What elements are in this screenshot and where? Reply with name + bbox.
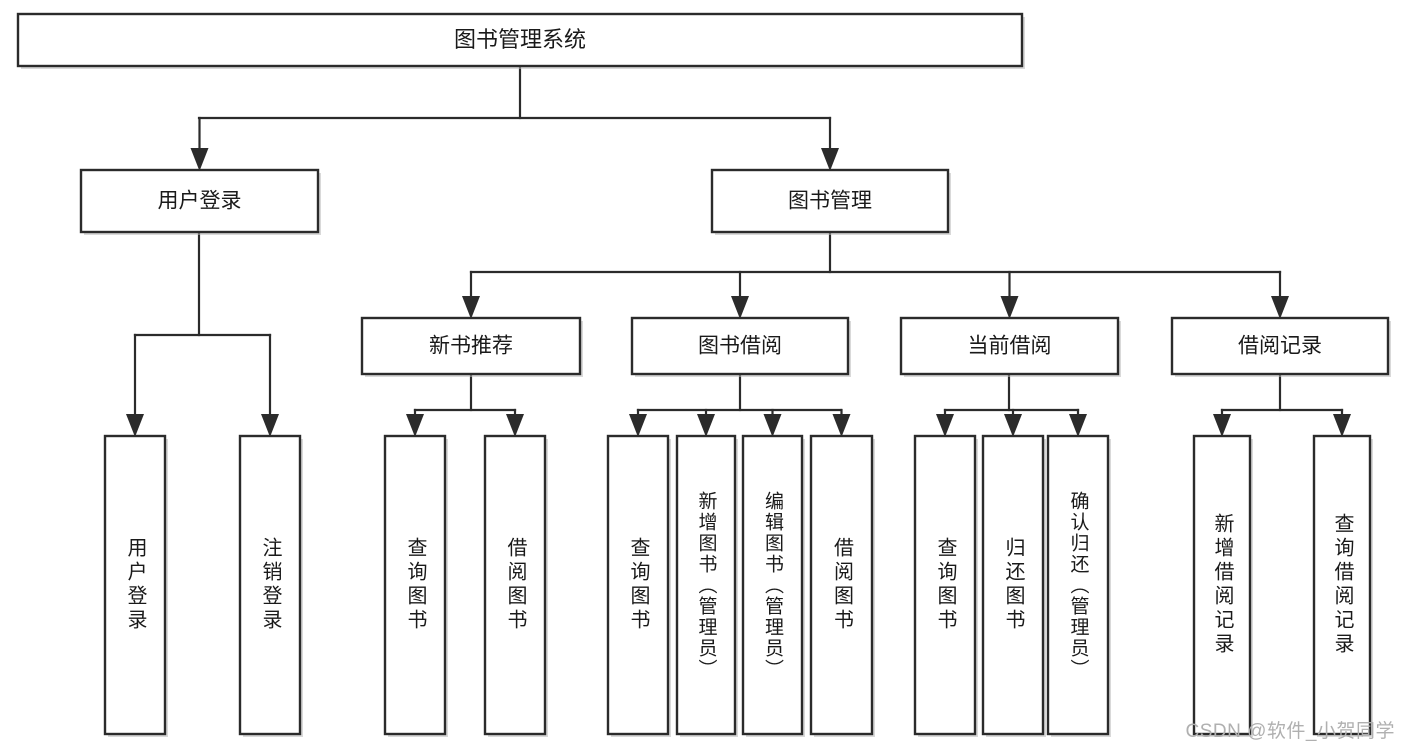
arrow-head-l2_user [190,148,209,171]
node-box-leaf_new_borrow[interactable] [483,434,547,736]
node-box-l3_current[interactable] [899,316,1120,376]
arrow-head-l3_current [1000,296,1019,319]
arrow-head-l3_borrow [731,296,749,319]
node-box-leaf_b_borrow[interactable] [809,434,874,736]
arrow-head-leaf_c_query [936,414,954,437]
node-label-root: 图书管理系统 [454,27,586,52]
boxes-layer [16,12,1391,737]
node-box-l2_book[interactable] [710,168,950,234]
node-box-leaf_b_add[interactable] [675,434,737,736]
node-box-leaf_user_logout[interactable] [238,434,302,736]
node-box-l3_new[interactable] [360,316,582,376]
arrow-head-leaf_c_confirm [1069,414,1087,437]
node-box-leaf_r_add[interactable] [1192,434,1252,736]
arrow-head-l2_book [821,148,839,171]
arrow-head-leaf_user_logout [261,414,279,437]
node-box-l3_record[interactable] [1170,316,1390,376]
arrow-head-l3_new [462,296,480,319]
arrow-head-leaf_r_query [1333,414,1351,437]
node-label-l3_new: 新书推荐 [429,335,513,358]
arrow-head-leaf_b_add [697,414,715,437]
node-label-l3_record: 借阅记录 [1238,335,1322,358]
node-box-leaf_r_query[interactable] [1312,434,1372,736]
arrow-head-leaf_b_edit [763,414,782,437]
arrow-head-leaf_r_add [1213,414,1231,437]
connectors-layer [126,64,1351,437]
arrow-head-leaf_new_borrow [506,414,524,437]
node-label-l2_book: 图书管理 [788,190,872,213]
node-box-leaf_b_edit[interactable] [741,434,804,736]
node-box-leaf_new_query[interactable] [383,434,447,736]
node-label-l3_borrow: 图书借阅 [698,335,782,358]
node-label-l3_current: 当前借阅 [968,335,1052,358]
node-box-root[interactable] [16,12,1024,68]
node-label-l2_user: 用户登录 [158,190,242,213]
arrow-head-leaf_b_borrow [832,414,851,437]
node-box-l2_user[interactable] [79,168,320,234]
node-box-leaf_c_confirm[interactable] [1046,434,1110,736]
node-box-leaf_c_return[interactable] [981,434,1045,736]
arrow-head-leaf_new_query [406,414,424,437]
arrow-head-leaf_user_login [126,414,144,437]
arrow-head-leaf_b_query [629,414,647,437]
node-box-leaf_c_query[interactable] [913,434,977,736]
node-box-leaf_b_query[interactable] [606,434,670,736]
node-box-l3_borrow[interactable] [630,316,850,376]
arrow-head-l3_record [1271,296,1289,319]
arrow-head-leaf_c_return [1004,414,1022,437]
node-box-leaf_user_login[interactable] [103,434,167,736]
